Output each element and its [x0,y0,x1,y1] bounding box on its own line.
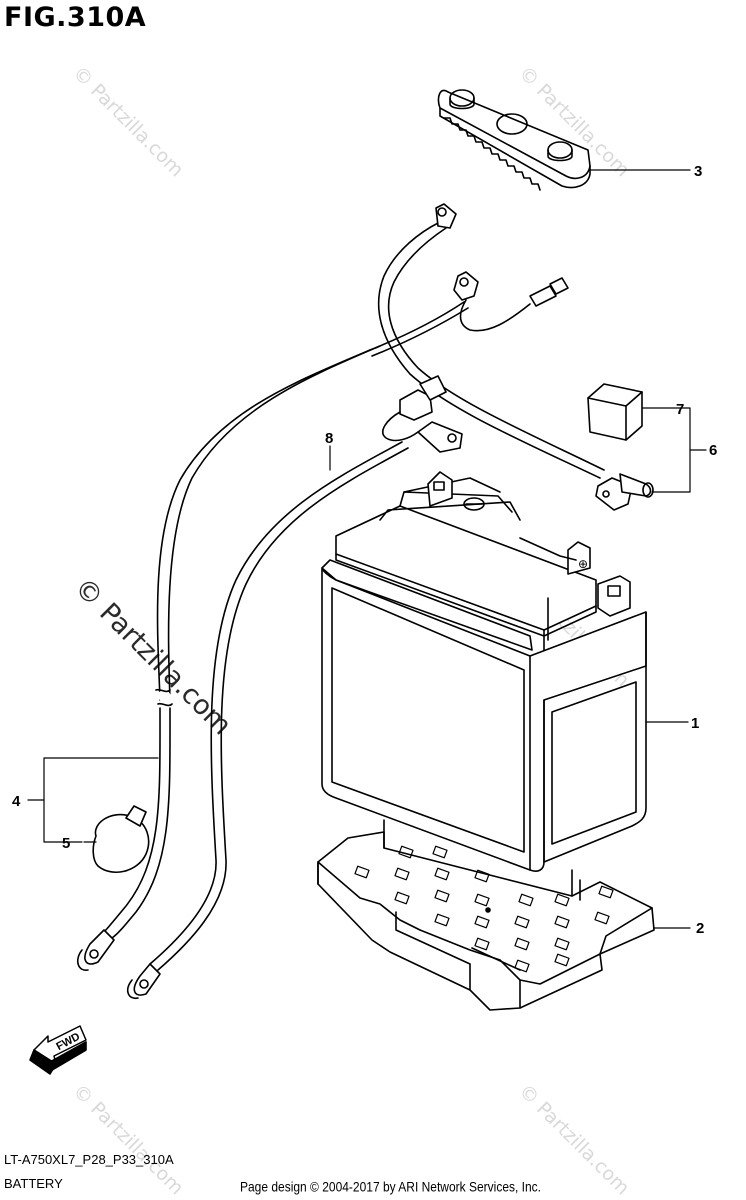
figure-code: LT-A750XL7_P28_P33_310A [4,1152,174,1167]
part-6-battery-cable [369,203,654,511]
svg-text:⊕: ⊕ [578,557,588,571]
callout-5: 5 [62,835,70,852]
part-2-battery-tray [317,819,655,1011]
fwd-direction-arrow [29,1025,87,1075]
figure-name: BATTERY [4,1176,63,1191]
callout-1: 1 [691,715,699,732]
callout-4: 4 [12,793,21,810]
figure-title: FIG.310A [4,2,147,33]
callout-7: 7 [676,401,684,418]
leader-lines [27,169,707,929]
page-credit: Page design © 2004-2017 by ARI Network S… [240,1178,542,1196]
part-8-battery-cable [126,375,463,1000]
callout-6: 6 [709,442,717,459]
part-4-ground-cable [76,345,381,971]
part-1-battery: ⊕ [321,471,647,872]
callout-8: 8 [325,430,333,447]
part-3-battery-pad [437,89,591,191]
part-7-terminal-cover [587,383,643,441]
part-5-terminal-boot [92,805,150,874]
callout-3: 3 [694,163,702,180]
callout-2: 2 [696,920,704,937]
